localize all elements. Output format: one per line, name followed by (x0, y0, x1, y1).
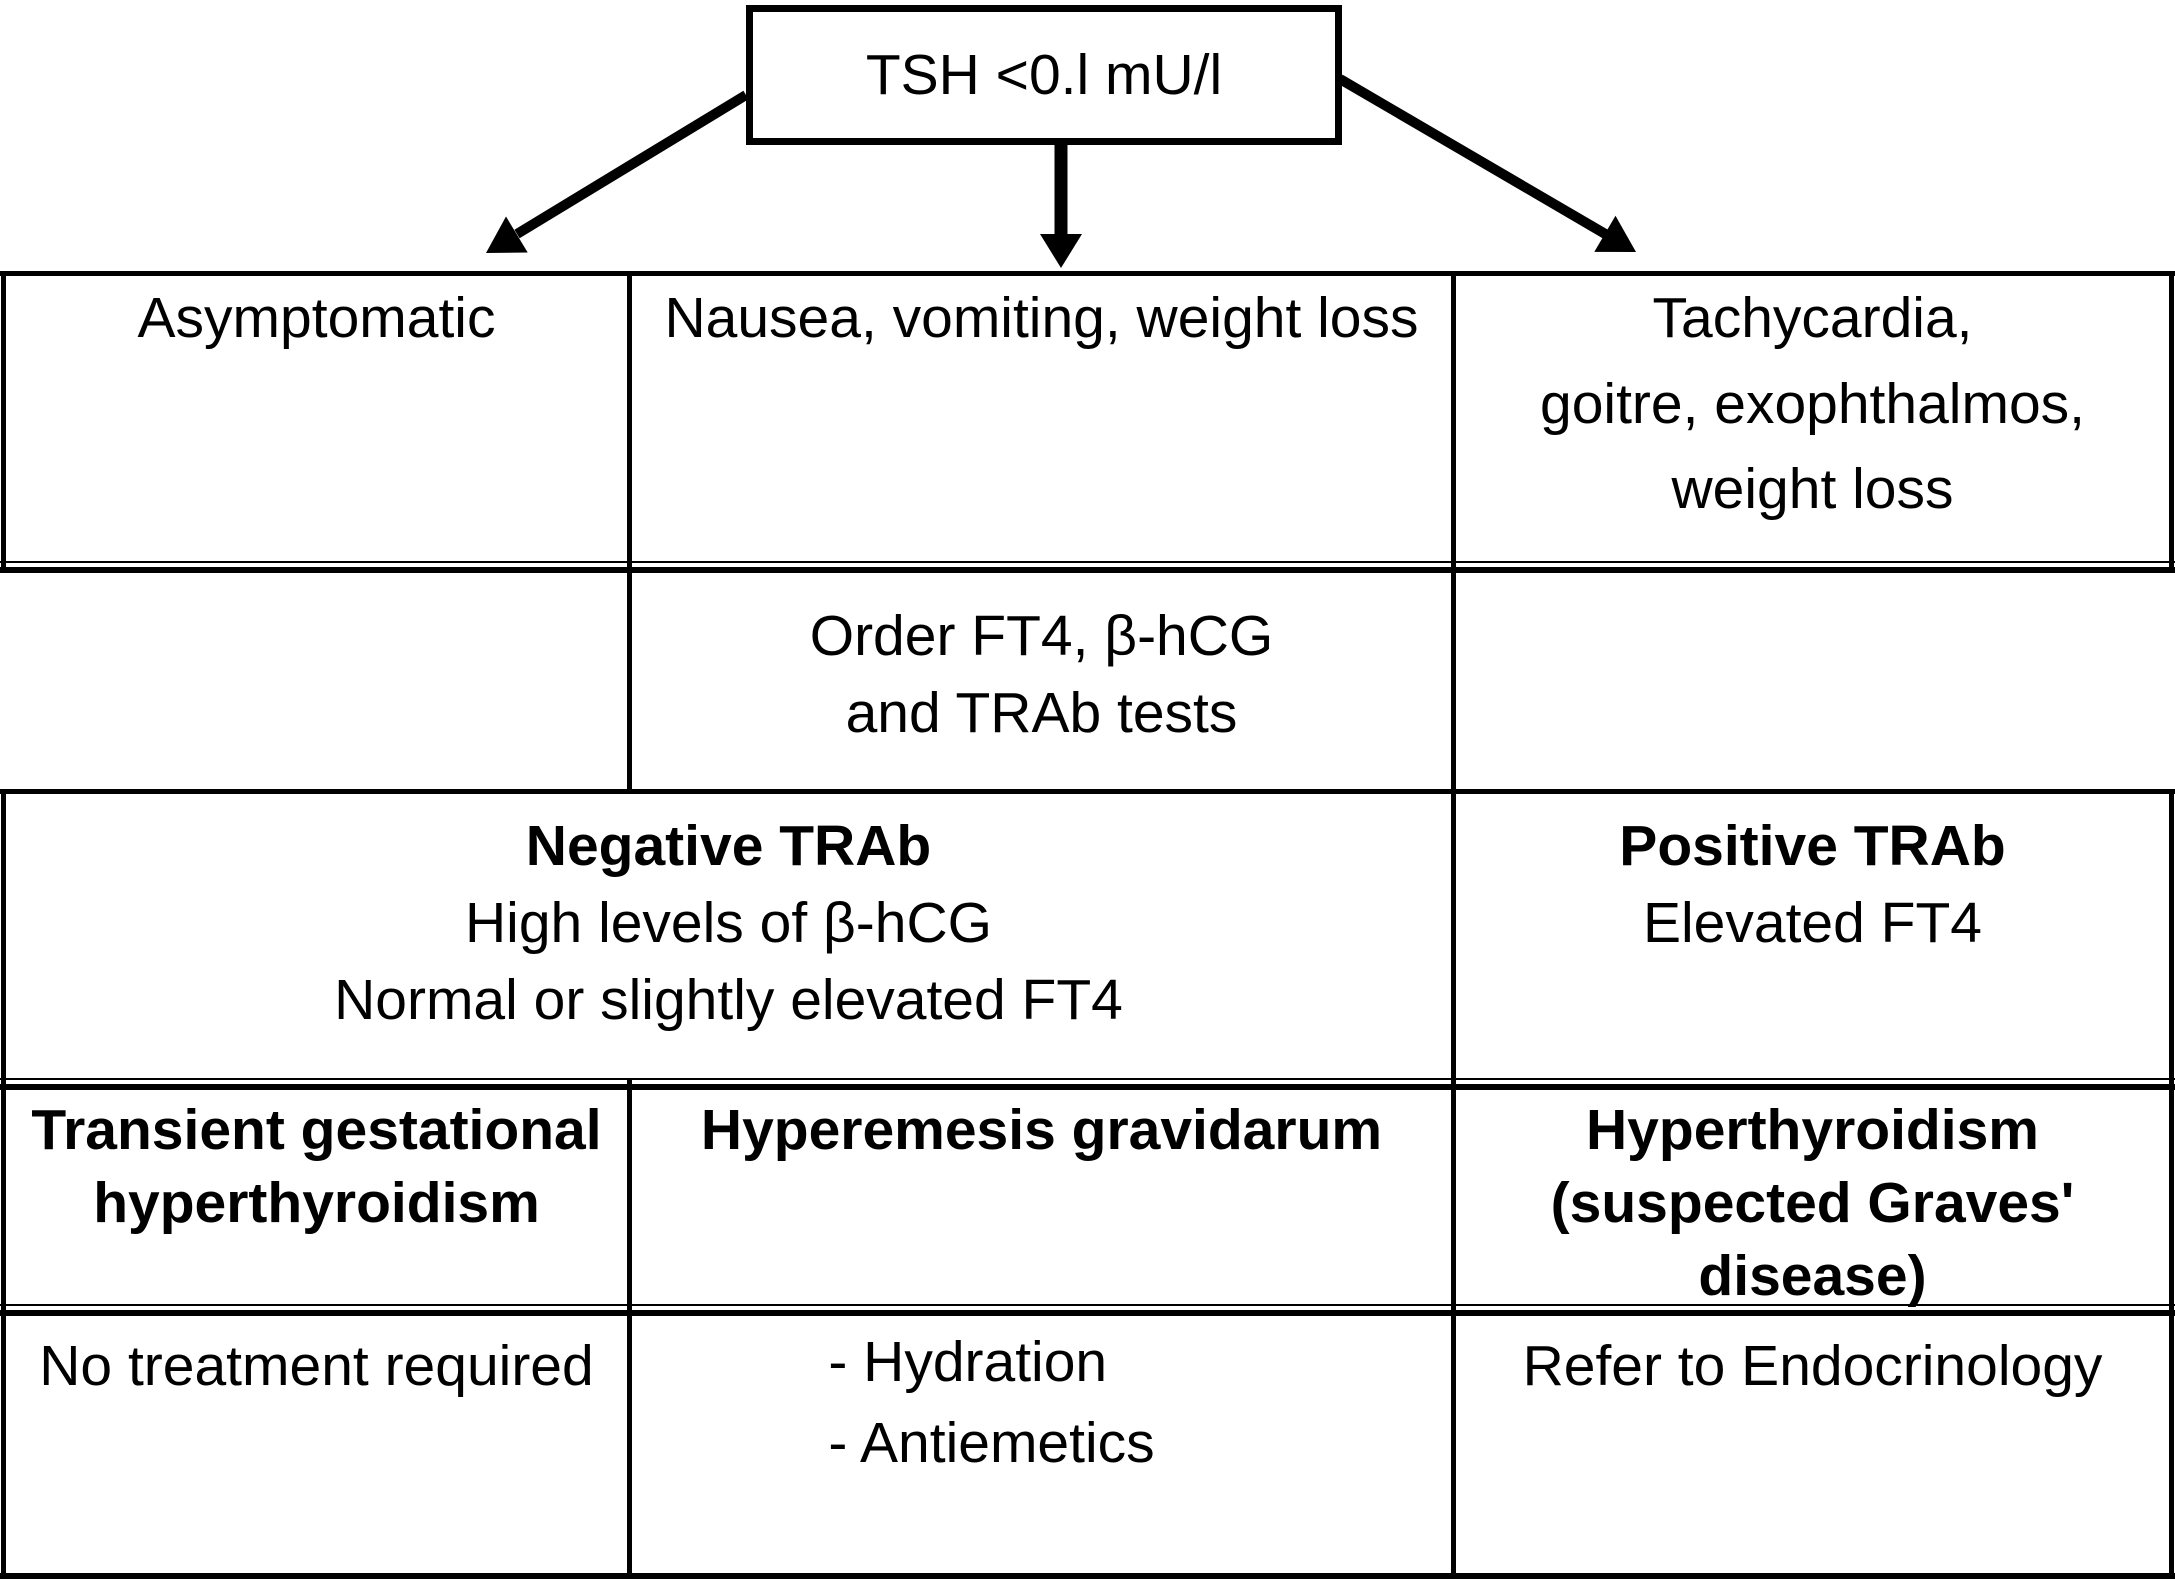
cell-line: weight loss (1671, 457, 1954, 521)
cell-title: Negative TRAb (525, 814, 932, 878)
cell-asymptomatic: Asymptomatic (6, 276, 627, 362)
cell-negative-trab: Negative TRAb High levels of β-hCG Norma… (6, 808, 1451, 1039)
cell-no-treatment: No treatment required (6, 1328, 627, 1405)
cell-line: Refer to Endocrinology (1522, 1334, 2103, 1398)
cell-transient-gestational: Transient gestational hyperthyroidism (6, 1094, 627, 1240)
table-border-top (0, 271, 2175, 276)
cell-line: and TRAb tests (845, 680, 1238, 745)
cell-line: Nausea, vomiting, weight loss (664, 286, 1419, 350)
treatment-list: - Hydration - Antiemetics (828, 1322, 1154, 1484)
table-border-row1-bottom (0, 561, 2175, 573)
cell-tachycardia-goitre: Tachycardia, goitre, exophthalmos, weigh… (1456, 276, 2169, 533)
cell-positive-trab: Positive TRAb Elevated FT4 (1456, 808, 2169, 962)
cell-line: Transient gestational (31, 1098, 602, 1162)
table-border-left-lower (1, 789, 6, 1579)
cell-hydration-antiemetics: - Hydration - Antiemetics (632, 1322, 1451, 1484)
arrow-down-left-icon (486, 90, 749, 253)
divider-col2-col3 (1451, 271, 1456, 1579)
table-border-left-row1 (1, 271, 6, 572)
cell-line: disease) (1698, 1243, 1927, 1308)
cell-line: High levels of β-hCG (465, 890, 992, 955)
divider-col1-col2-lower (627, 1078, 632, 1579)
table-border-right-lower (2169, 789, 2174, 1579)
table-border-row4-top (0, 1078, 2175, 1090)
cell-line: - Antiemetics (828, 1410, 1155, 1475)
arrow-down-icon (1040, 143, 1082, 268)
cell-line: hyperthyroidism (93, 1170, 540, 1235)
cell-order-tests: Order FT4, β-hCG and TRAb tests (632, 598, 1451, 752)
table-border-right-row1 (2169, 271, 2174, 572)
table-border-row5-top (0, 1304, 2175, 1316)
tsh-box-label: TSH <0.l mU/l (865, 43, 1223, 107)
cell-line: Hyperemesis gravidarum (700, 1098, 1383, 1162)
cell-hyperemesis: Hyperemesis gravidarum (632, 1094, 1451, 1167)
cell-line: Order FT4, β-hCG (809, 604, 1274, 668)
cell-line: Elevated FT4 (1643, 890, 1982, 955)
table-border-row3-top (0, 789, 2175, 794)
cell-line: Tachycardia, (1652, 286, 1973, 350)
decision-arrows (486, 74, 1636, 268)
cell-refer-endocrinology: Refer to Endocrinology (1456, 1328, 2169, 1405)
table-border-bottom (0, 1573, 2175, 1579)
arrow-down-right-icon (1337, 74, 1636, 252)
cell-line: No treatment required (39, 1334, 594, 1398)
cell-nausea-vomiting: Nausea, vomiting, weight loss (632, 276, 1451, 362)
cell-line: Normal or slightly elevated FT4 (334, 967, 1123, 1032)
cell-hyperthyroidism-graves: Hyperthyroidism (suspected Graves' disea… (1456, 1094, 2169, 1313)
cell-line: - Hydration (828, 1330, 1108, 1394)
divider-col1-col2-upper (627, 271, 632, 794)
cell-line: goitre, exophthalmos, (1540, 371, 2085, 436)
tsh-decision-box: TSH <0.l mU/l (746, 5, 1342, 145)
cell-line: Asymptomatic (137, 286, 496, 350)
cell-line: Hyperthyroidism (1586, 1098, 2039, 1162)
cell-title: Positive TRAb (1619, 814, 2006, 878)
cell-line: (suspected Graves' (1550, 1170, 2075, 1235)
